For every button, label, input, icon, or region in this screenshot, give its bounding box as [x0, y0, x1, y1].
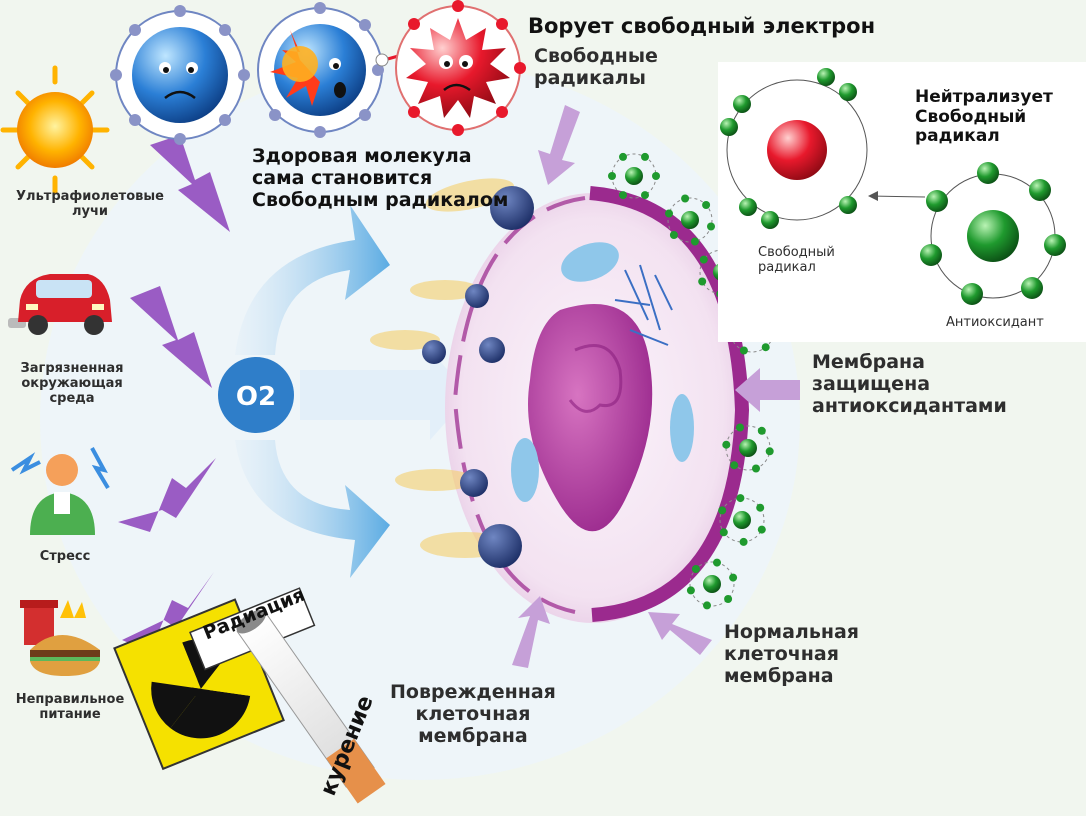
bottom-flow-arrow [235, 440, 390, 578]
membrane-antioxidant [686, 558, 738, 610]
inset-panel [718, 62, 1086, 342]
nutrition-arrow [122, 572, 214, 652]
attacking-radicals [370, 178, 534, 568]
o2-circle [218, 357, 294, 433]
organelle [511, 438, 539, 502]
o2-label: O2 [236, 382, 276, 412]
organelle [561, 242, 619, 282]
membrane-antioxidant [665, 194, 715, 246]
top-flow-arrow [235, 205, 390, 355]
right-flow-arrow [300, 350, 470, 440]
normal-membrane-arrow [648, 612, 712, 655]
membrane-antioxidant [722, 423, 774, 473]
sun-icon [0, 65, 110, 195]
pollution-arrow [130, 286, 212, 388]
organelle [670, 394, 694, 462]
fast-food-icon [20, 600, 100, 676]
stress-arrow [118, 458, 216, 532]
attacked-molecule [257, 2, 384, 138]
oxygen-flow [218, 205, 470, 578]
free-radical-molecule [375, 0, 526, 136]
cause-stress-label: Стресс [39, 549, 91, 564]
stressed-person-icon [10, 447, 110, 535]
membrane-antioxidant [608, 152, 660, 200]
inset-antioxidant [920, 162, 1066, 305]
inset-antioxidant-label: Антиоксидант [946, 315, 1044, 330]
nucleus [528, 304, 653, 532]
membrane-protected-arrow [735, 368, 800, 412]
endoplasmic-reticulum [614, 264, 673, 346]
label-arrows [512, 105, 800, 668]
uv-arrow [150, 135, 230, 232]
cigarette-icon [236, 609, 386, 804]
steal-electron-label: Ворует свободный электрон [528, 14, 876, 38]
inset-free-radical [720, 68, 868, 229]
damaged-membrane-arrow [512, 596, 550, 668]
car-icon [8, 274, 112, 335]
cause-arrows [118, 135, 230, 652]
free-radicals-arrow [538, 105, 580, 185]
healthy-molecule [110, 5, 250, 145]
membrane-antioxidant [718, 494, 766, 546]
o2-label-group: O2 [236, 382, 276, 412]
